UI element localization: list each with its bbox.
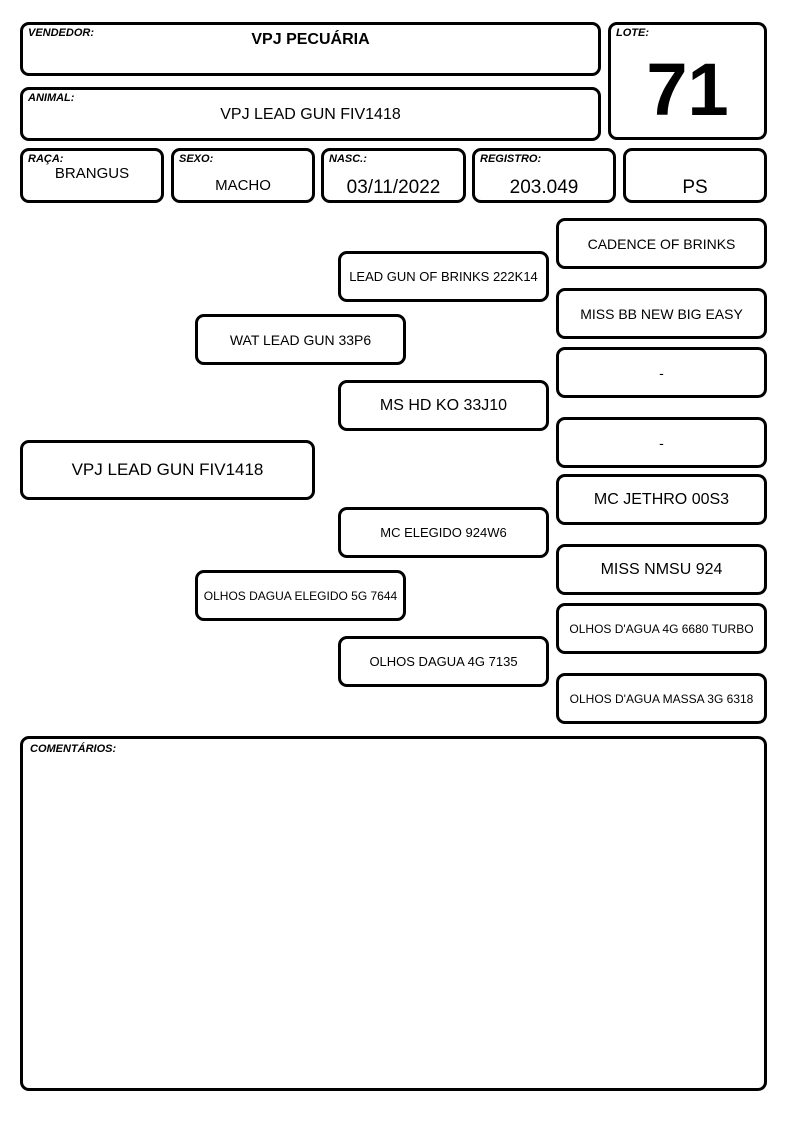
registro-label: REGISTRO: (480, 153, 542, 165)
registro-box: REGISTRO: 203.049 (472, 148, 616, 203)
sexo-box: SEXO: MACHO (171, 148, 315, 203)
sexo-label: SEXO: (179, 153, 214, 165)
lote-label: LOTE: (616, 27, 649, 39)
pedigree-sds: - (556, 347, 767, 398)
pedigree-dam-dam: OLHOS DAGUA 4G 7135 (338, 636, 549, 687)
pedigree-dsd: MISS NMSU 924 (556, 544, 767, 595)
raca-label: RAÇA: (28, 153, 64, 165)
pedigree-sire: WAT LEAD GUN 33P6 (195, 314, 406, 365)
pedigree-sire-dam: MS HD KO 33J10 (338, 380, 549, 431)
pedigree-dds: OLHOS D'AGUA 4G 6680 TURBO (556, 603, 767, 654)
pedigree-animal: VPJ LEAD GUN FIV1418 (20, 440, 315, 500)
pedigree-ddd: OLHOS D'AGUA MASSA 3G 6318 (556, 673, 767, 724)
pedigree-sire-sire: LEAD GUN OF BRINKS 222K14 (338, 251, 549, 302)
sexo-value: MACHO (215, 177, 271, 194)
pedigree-dam-sire: MC ELEGIDO 924W6 (338, 507, 549, 558)
lote-number: 71 (646, 48, 729, 131)
raca-value: BRANGUS (54, 165, 130, 182)
registro-value: 203.049 (509, 177, 579, 198)
pedigree-sss: CADENCE OF BRINKS (556, 218, 767, 269)
nasc-label: NASC.: (329, 153, 367, 165)
vendedor-box: VENDEDOR: VPJ PECUÁRIA (20, 22, 601, 76)
categoria-value: PS (682, 177, 708, 198)
animal-box: ANIMAL: VPJ LEAD GUN FIV1418 (20, 87, 601, 141)
comments-label: COMENTÁRIOS: (30, 743, 117, 755)
raca-box: RAÇA: BRANGUS (20, 148, 164, 203)
comments-box: COMENTÁRIOS: (20, 736, 767, 1091)
nasc-value: 03/11/2022 (346, 177, 441, 198)
vendedor-label: VENDEDOR: (28, 27, 95, 39)
comments-text (31, 763, 756, 1080)
pedigree-sdd: - (556, 417, 767, 468)
pedigree-dam: OLHOS DAGUA ELEGIDO 5G 7644 (195, 570, 406, 621)
vendedor-value: VPJ PECUÁRIA (251, 31, 370, 48)
animal-value: VPJ LEAD GUN FIV1418 (220, 106, 401, 123)
lote-box: LOTE: 71 (608, 22, 767, 140)
categoria-box: PS (623, 148, 767, 203)
pedigree-ssd: MISS BB NEW BIG EASY (556, 288, 767, 339)
pedigree-dss: MC JETHRO 00S3 (556, 474, 767, 525)
animal-label: ANIMAL: (28, 92, 75, 104)
nasc-box: NASC.: 03/11/2022 (321, 148, 466, 203)
